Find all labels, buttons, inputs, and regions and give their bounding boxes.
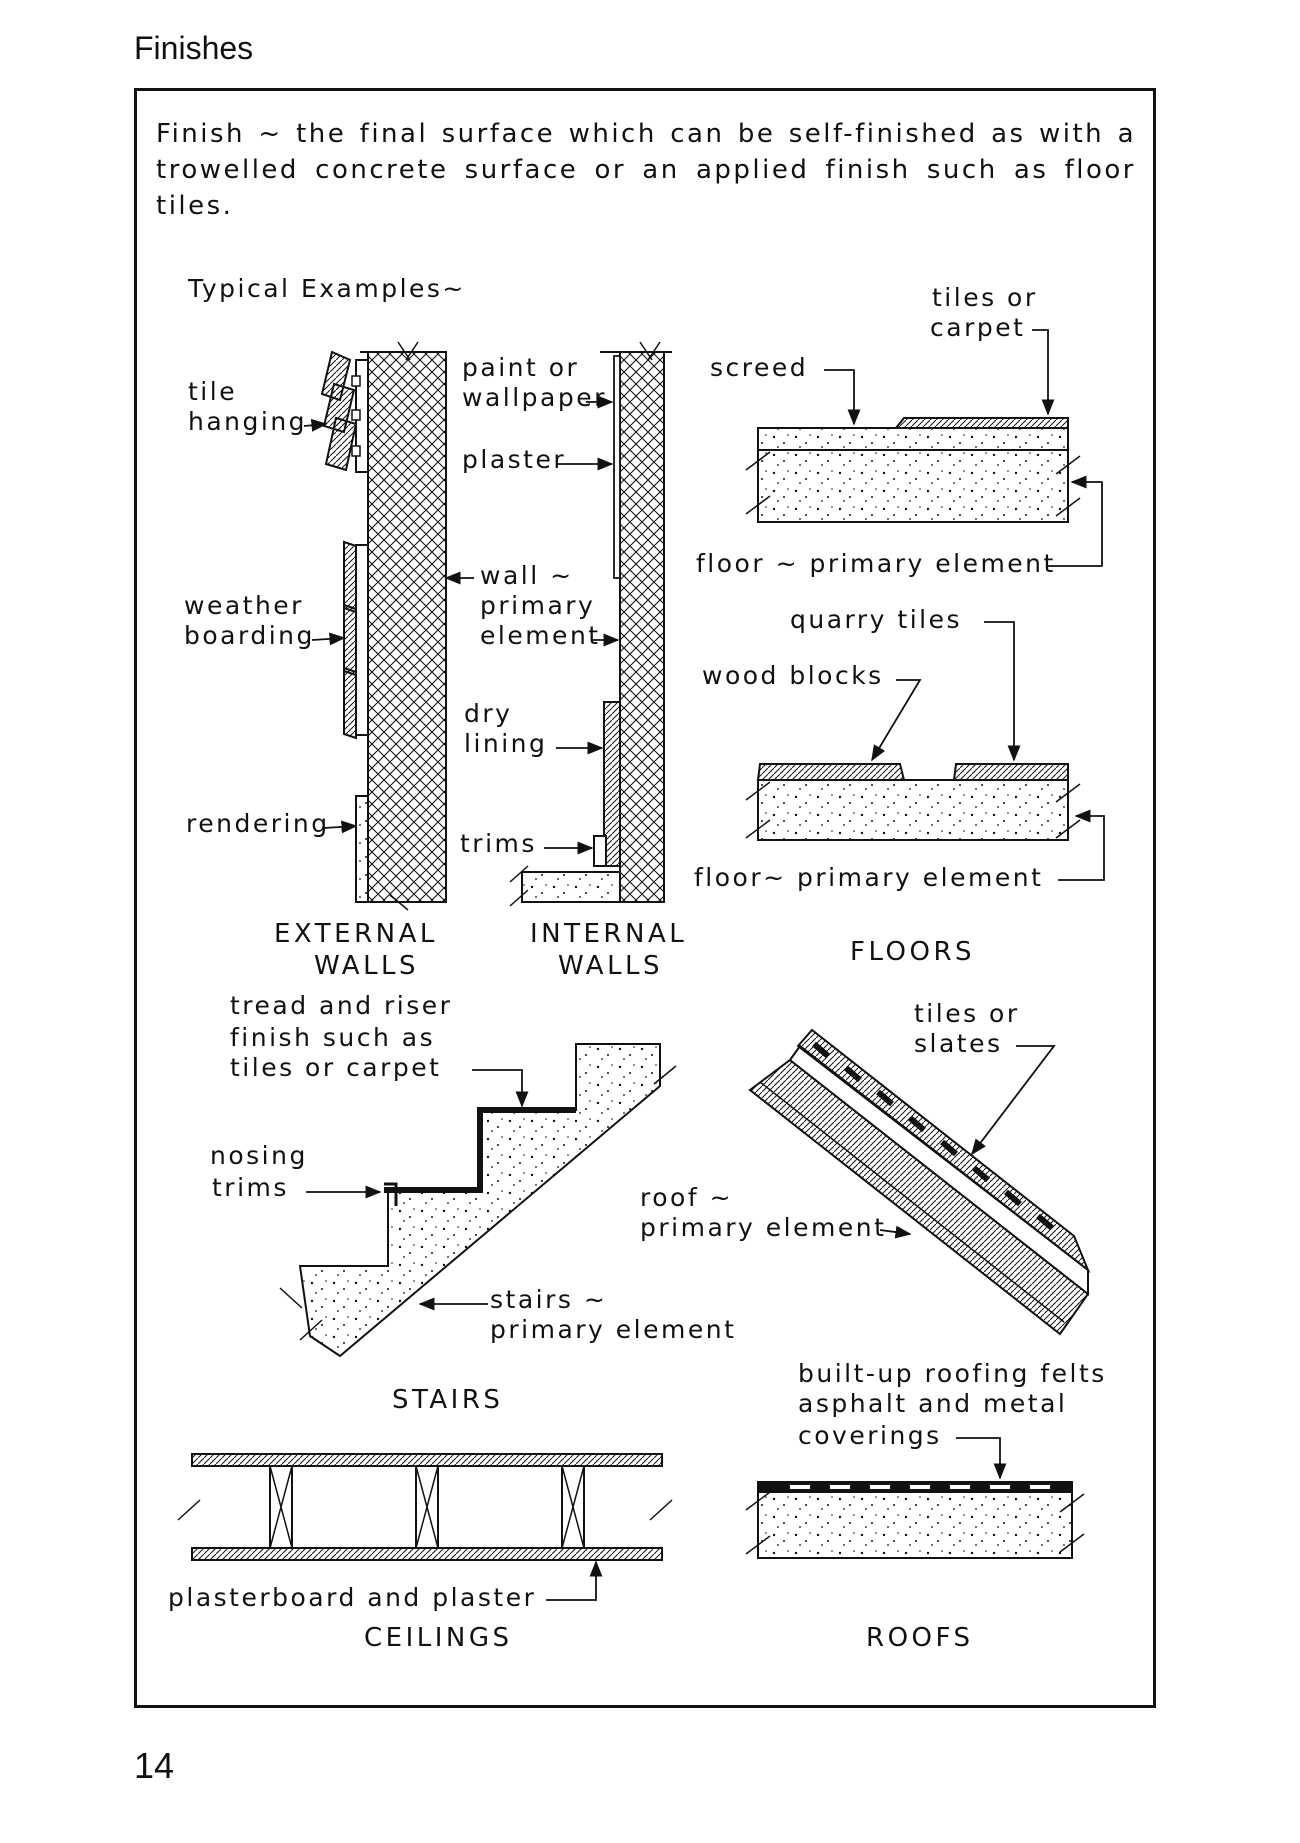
weather-boarding-drawing — [343, 540, 369, 740]
label-hanging: hanging — [188, 407, 307, 436]
label-quarry-tiles: quarry tiles — [790, 605, 962, 634]
label-stair-tiles: tiles or carpet — [230, 1053, 441, 1082]
label-finish-such-as: finish such as — [230, 1023, 435, 1052]
label-tile: tile — [188, 377, 237, 406]
caption-floors: FLOORS — [850, 937, 975, 967]
label-wallpaper: wallpaper — [462, 383, 607, 412]
ceiling-drawing — [177, 1453, 673, 1561]
section-title: Finishes — [134, 30, 254, 66]
caption-internal: INTERNAL — [530, 919, 687, 949]
flat-roof-drawing — [745, 1481, 1085, 1559]
label-wall: wall ~ — [480, 561, 574, 590]
floor-blocks-drawing — [745, 763, 1081, 841]
label-floor-tiles-or: tiles or — [932, 283, 1038, 312]
label-stairs-primary: primary element — [490, 1315, 736, 1344]
label-screed: screed — [710, 353, 808, 382]
label-asphalt: asphalt and metal — [798, 1389, 1067, 1418]
caption-external-walls: WALLS — [314, 951, 419, 981]
page-number: 14 — [134, 1745, 175, 1786]
label-tread: tread and riser — [230, 991, 452, 1020]
internal-wall-drawing — [509, 341, 672, 907]
label-lining: lining — [464, 729, 547, 758]
caption-roofs: ROOFS — [866, 1623, 974, 1653]
label-trims: trims — [460, 829, 537, 858]
label-weather: weather — [184, 591, 304, 620]
intro-paragraph: Finish ~ the final surface which can be … — [156, 119, 1136, 221]
label-element: element — [480, 621, 601, 650]
label-roof-tiles-or: tiles or — [914, 999, 1020, 1028]
figure-frame — [134, 88, 1156, 1708]
typical-examples-label: Typical Examples~ — [187, 274, 466, 303]
label-boarding: boarding — [184, 621, 315, 650]
label-plasterboard: plasterboard and plaster — [168, 1583, 536, 1612]
caption-internal-walls: WALLS — [558, 951, 663, 981]
label-floor-carpet: carpet — [930, 313, 1025, 342]
label-roof: roof ~ — [640, 1183, 733, 1212]
label-primary: primary — [480, 591, 595, 620]
label-rendering: rendering — [186, 809, 330, 838]
label-nosing: nosing — [210, 1141, 308, 1170]
label-slates: slates — [914, 1029, 1003, 1058]
label-plaster: plaster — [462, 445, 566, 474]
stairs-drawing — [279, 1043, 677, 1358]
caption-external: EXTERNAL — [274, 919, 438, 949]
label-paint-or: paint or — [462, 353, 579, 382]
label-roof-primary: primary element — [640, 1213, 886, 1242]
label-wood-blocks: wood blocks — [702, 661, 884, 690]
label-floor-primary-2: floor~ primary element — [694, 863, 1043, 892]
rendering-drawing — [355, 795, 369, 903]
label-dry: dry — [464, 699, 512, 728]
label-builtup: built-up roofing felts — [798, 1359, 1107, 1388]
label-nosing-trims: trims — [212, 1173, 289, 1202]
pitched-roof-drawing — [748, 1028, 1091, 1336]
label-floor-primary-1: floor ~ primary element — [696, 549, 1056, 578]
label-coverings: coverings — [798, 1421, 942, 1450]
tile-hanging-drawing — [320, 350, 369, 473]
external-wall-drawing — [320, 341, 447, 911]
caption-ceilings: CEILINGS — [364, 1623, 513, 1653]
label-stairs: stairs ~ — [490, 1285, 607, 1314]
caption-stairs: STAIRS — [392, 1385, 503, 1415]
floor-screed-drawing — [745, 417, 1081, 523]
